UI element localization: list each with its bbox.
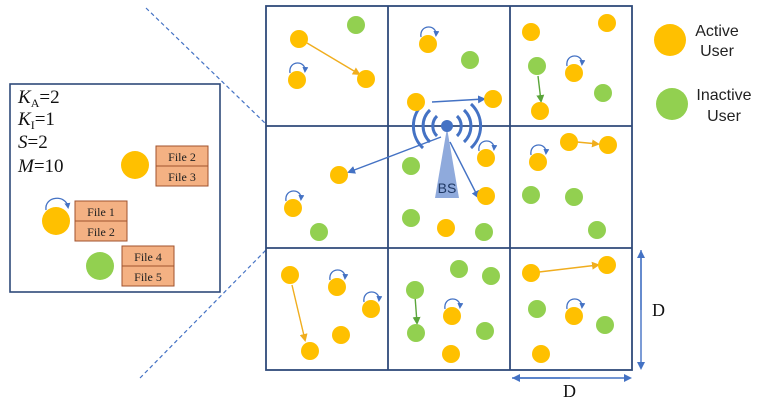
dimension-horizontal: D (512, 374, 632, 401)
parameter-inset-box (9, 83, 221, 293)
active-user (332, 326, 350, 344)
dimension-label-horizontal: D (563, 381, 576, 401)
inactive-user (461, 51, 479, 69)
legend-active-label-2: User (700, 43, 734, 60)
legend-inactive-swatch (656, 88, 688, 120)
inset-user-active-b (42, 197, 71, 235)
legend-active-label-1: Active (695, 23, 739, 40)
active-user (531, 102, 549, 120)
inactive-user (347, 16, 365, 34)
inactive-user (594, 84, 612, 102)
self-loop-icon (329, 269, 349, 281)
legend-active-swatch (654, 24, 686, 56)
self-loop-icon (420, 26, 440, 38)
active-user (477, 149, 495, 167)
active-user (522, 264, 540, 282)
file-label: File 2 (168, 150, 196, 164)
inactive-user (565, 188, 583, 206)
inset-user-active-a (121, 151, 149, 179)
d2d-links (291, 42, 600, 342)
active-user (284, 199, 302, 217)
self-loop-icon (566, 55, 586, 67)
active-user (362, 300, 380, 318)
self-loop-icon (566, 298, 586, 310)
self-loop-icon (285, 190, 305, 202)
file-cache-a: File 2 File 3 (155, 145, 209, 187)
self-loop-icon (289, 62, 309, 74)
self-loop-icon (444, 298, 464, 310)
parameter-line: M=10 (17, 156, 64, 177)
inactive-user (310, 223, 328, 241)
inactive-user (476, 322, 494, 340)
legend: Active User Inactive User (654, 23, 752, 125)
file-label: File 4 (134, 250, 162, 264)
inactive-user (406, 281, 424, 299)
parameter-line: KI=1 (17, 109, 55, 132)
active-user (565, 64, 583, 82)
active-user (288, 71, 306, 89)
inactive-user (402, 157, 420, 175)
active-user (477, 187, 495, 205)
file-label: File 1 (87, 205, 115, 219)
active-user (281, 266, 299, 284)
active-user (529, 153, 547, 171)
active-user (532, 345, 550, 363)
self-loop-icon (478, 140, 498, 152)
self-loop-icon (530, 144, 550, 156)
inactive-user (588, 221, 606, 239)
dimension-vertical: D (637, 250, 665, 370)
active-user (442, 345, 460, 363)
active-user (565, 307, 583, 325)
inactive-user (522, 186, 540, 204)
legend-inactive-label-1: Inactive (696, 87, 751, 104)
parameter-line: KA=2 (17, 87, 60, 110)
base-station-links (347, 95, 486, 199)
parameter-line: S=2 (18, 132, 48, 153)
self-loop-icon (45, 197, 71, 211)
active-user (484, 90, 502, 108)
active-user (598, 256, 616, 274)
legend-inactive-label-2: User (707, 108, 741, 125)
network-users (281, 14, 617, 363)
active-user (328, 278, 346, 296)
active-user (560, 133, 578, 151)
active-user (290, 30, 308, 48)
file-cache-b: File 1 File 2 (74, 200, 128, 242)
file-label: File 3 (168, 170, 196, 184)
base-station-label: BS (438, 180, 457, 196)
inactive-user (450, 260, 468, 278)
active-user (437, 219, 455, 237)
inactive-user (482, 267, 500, 285)
inactive-user (475, 223, 493, 241)
self-loops (285, 26, 586, 310)
inactive-user (407, 324, 425, 342)
file-cache-c: File 4 File 5 (121, 245, 175, 287)
inactive-user (596, 316, 614, 334)
dimension-label-vertical: D (652, 300, 665, 320)
active-user (419, 35, 437, 53)
active-user (443, 307, 461, 325)
active-user (598, 14, 616, 32)
active-user (407, 93, 425, 111)
parameter-list: KA=2KI=1S=2M=10 (17, 87, 64, 177)
zoom-guide-lines (139, 7, 267, 379)
self-loop-icon (363, 291, 383, 303)
inactive-user (528, 57, 546, 75)
file-label: File 5 (134, 270, 162, 284)
active-user (522, 23, 540, 41)
inset-user-inactive-c (86, 252, 114, 280)
inactive-user (402, 209, 420, 227)
file-label: File 2 (87, 225, 115, 239)
inactive-user (528, 300, 546, 318)
active-user (330, 166, 348, 184)
active-user (301, 342, 319, 360)
active-user (599, 136, 617, 154)
base-station-icon: BS (411, 102, 483, 198)
active-user (357, 70, 375, 88)
